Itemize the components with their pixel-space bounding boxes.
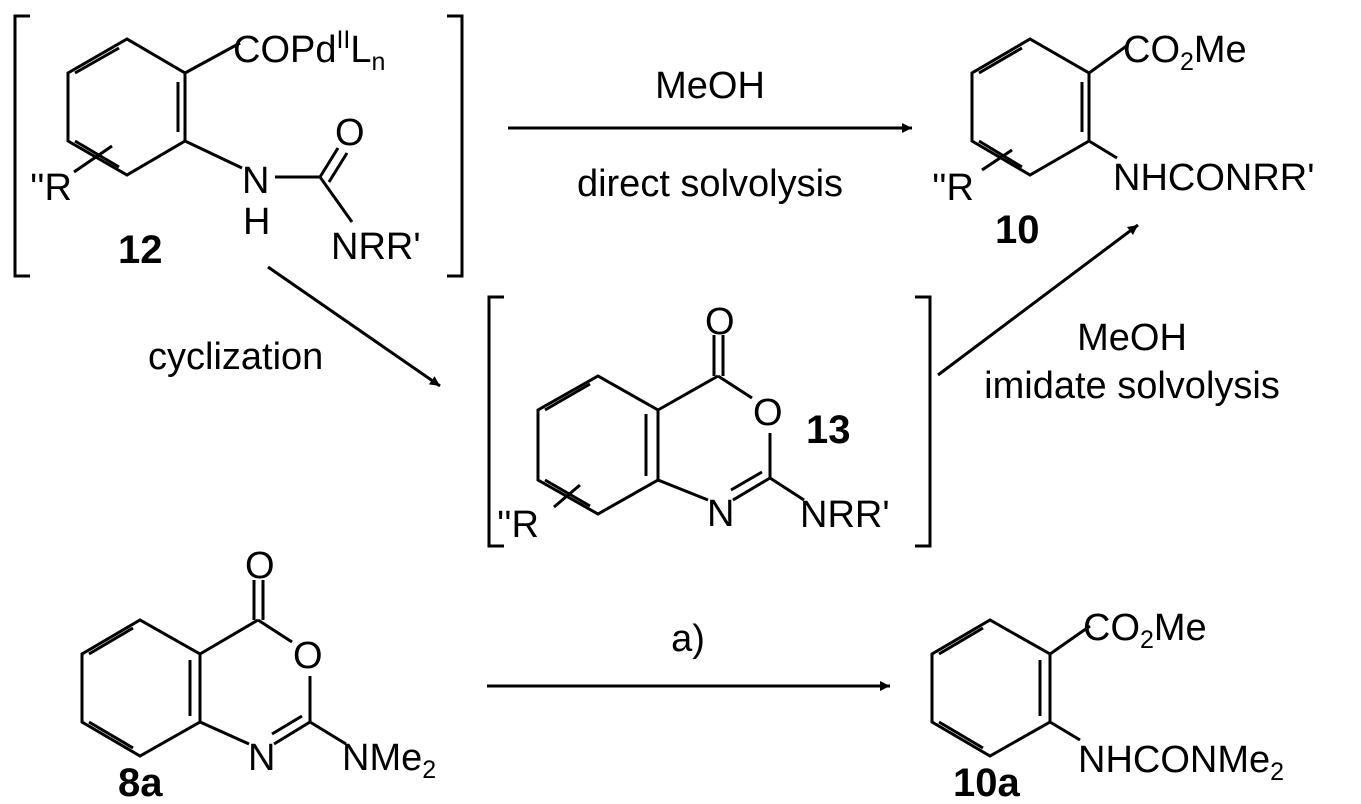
ring-n-label: N [707, 493, 734, 535]
bond-ring-c4-8a [199, 618, 259, 656]
arrow-bottom-reaction: a) [487, 618, 890, 691]
compound-13: O O N NRR' ''R 13 [487, 295, 932, 548]
benzene-ring-8a [80, 618, 202, 758]
bond-c-nh-10a [1049, 720, 1081, 742]
benzene-ring-10 [970, 37, 1091, 177]
bracket-12-left [13, 14, 30, 278]
bond-c2-nme2-8a [309, 720, 347, 746]
arrow-condition-bottom: imidate solvolysis [984, 365, 1280, 407]
benzene-ring-12 [66, 37, 187, 177]
bond-ring-r-13 [553, 483, 581, 509]
bracket-13-left [487, 295, 504, 548]
arrow-reagent-top: MeOH [655, 65, 765, 107]
bond-c2-n3-8a-b [271, 714, 303, 736]
copd-label: COPdIILn [233, 26, 385, 76]
benzene-ring-10a [930, 618, 1052, 758]
arrow-condition-label: cyclization [148, 336, 323, 378]
bond-c-co-12 [184, 41, 241, 75]
nhconrr-label: NHCONRR' [1113, 157, 1314, 199]
ring-o-label: O [293, 635, 323, 677]
r-substituent-label: ''R [932, 167, 974, 209]
bond-ring-c4-13 [657, 374, 719, 412]
ring-o-label: O [753, 392, 783, 434]
bond-c-o-12a [318, 147, 340, 178]
bond-c4-o1-13 [717, 374, 753, 400]
r-substituent-label: ''R [30, 167, 72, 209]
bond-c2-n3-13b [730, 470, 763, 492]
nme2-label: NMe2 [342, 737, 436, 784]
bond-c2-nrr-13 [769, 476, 805, 502]
bond-c-n-nrr-12 [318, 176, 354, 223]
compound-number-13: 13 [806, 408, 851, 452]
bond-ring-r-12 [73, 144, 113, 174]
nhconme2-label: NHCONMe2 [1078, 739, 1284, 786]
nrr-label: NRR' [331, 226, 421, 268]
bond-c4-o1-8a [257, 618, 293, 644]
arrow-line [267, 265, 441, 388]
o-label: O [335, 112, 365, 154]
compound-10: CO2Me ''R NHCONRR' 10 [932, 29, 1314, 252]
compound-8a: O O N NMe2 8a [80, 545, 436, 804]
bond-c2-n3-13a [732, 476, 771, 502]
nrr-label: NRR' [800, 494, 890, 536]
carbonyl-o-label: O [705, 301, 735, 343]
bond-c-nh-10 [1088, 139, 1118, 160]
bond-c-o-12b [327, 152, 349, 183]
bond-c2-n3-8a-a [273, 720, 311, 746]
carbonyl-o-label: O [245, 545, 275, 587]
compound-number-12: 12 [118, 228, 163, 272]
arrow-line [937, 223, 1139, 377]
arrow-condition-label: a) [671, 618, 705, 660]
bond-n3-ring-8a [199, 720, 250, 746]
arrow-imidate-solvolysis: MeOH imidate solvolysis [937, 223, 1280, 407]
bond-c-co2me-10a [1049, 624, 1091, 656]
arrow-condition-bottom: direct solvolysis [577, 163, 843, 205]
compound-12: COPdIILn ''R N H O NRR' 12 [13, 14, 464, 278]
arrow-reagent-top: MeOH [1077, 317, 1187, 359]
bond-ring-r-10 [981, 148, 1013, 172]
arrow-cyclization: cyclization [148, 265, 441, 388]
ring-n-label: N [248, 737, 275, 779]
bond-c-co2me-10 [1088, 43, 1129, 75]
compound-number-10: 10 [995, 208, 1040, 252]
h-label: H [243, 201, 270, 243]
compound-number-10a: 10a [953, 761, 1020, 804]
compound-10a: CO2Me NHCONMe2 10a [930, 607, 1284, 804]
bracket-12-right [447, 14, 464, 278]
benzene-ring-13 [536, 374, 660, 516]
bracket-13-right [915, 295, 932, 548]
arrow-direct-solvolysis: MeOH direct solvolysis [508, 65, 912, 205]
co2me-label: CO2Me [1083, 607, 1207, 654]
bond-c-n-12 [184, 139, 243, 170]
benzene-ring-10a [930, 618, 1052, 758]
compound-number-8a: 8a [118, 761, 163, 804]
bond-n3-ring-13 [657, 478, 709, 502]
co2me-label: CO2Me [1123, 29, 1247, 76]
r-substituent-label: ''R [497, 504, 539, 546]
n-label: N [242, 160, 269, 202]
